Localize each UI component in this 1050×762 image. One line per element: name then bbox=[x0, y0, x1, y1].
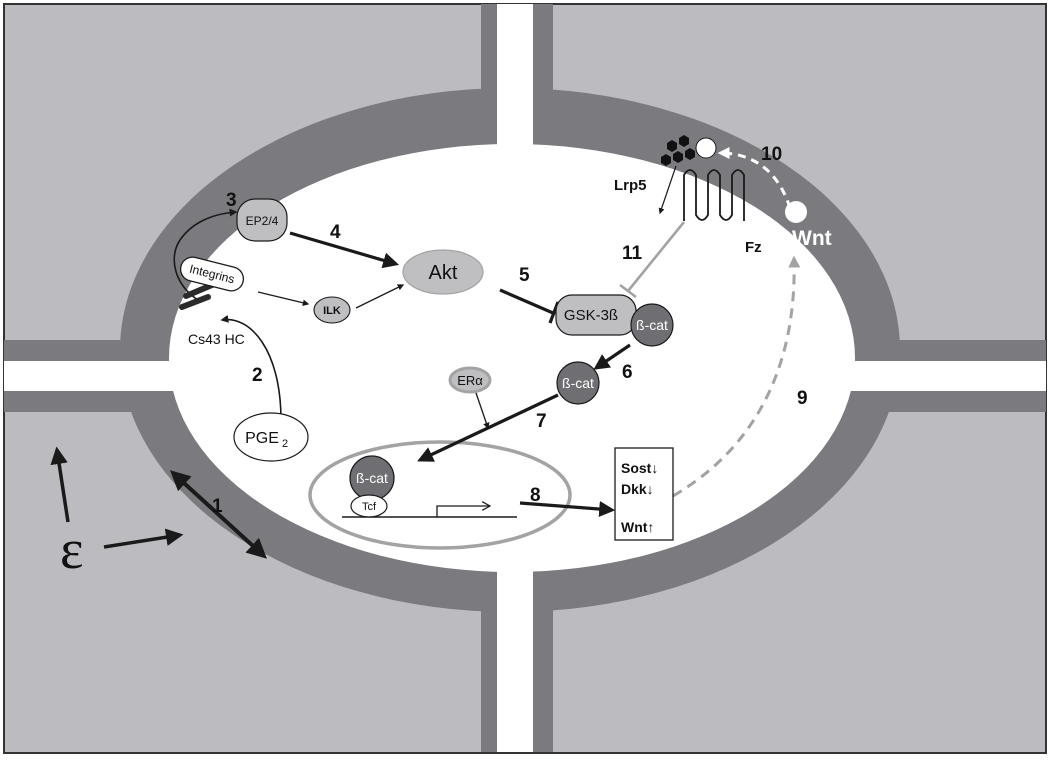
pge2-release-arrow bbox=[220, 314, 282, 421]
integrin-to-ilk-arrow bbox=[257, 291, 310, 306]
step-number-1: 1 bbox=[212, 496, 223, 517]
wnt-bound-ligand bbox=[695, 137, 717, 159]
bcat-membrane-label: ß-cat bbox=[636, 317, 668, 333]
cytoplasm bbox=[169, 144, 855, 572]
pge2-main: PGE bbox=[245, 430, 279, 447]
integrins: Integrins bbox=[179, 256, 245, 292]
transcription-arrow bbox=[519, 501, 616, 518]
strain-symbol: ε bbox=[60, 519, 84, 581]
step-number-4: 4 bbox=[330, 222, 341, 243]
wnt-to-lrp5-arrow bbox=[717, 147, 792, 209]
strain-arrow-bidirectional bbox=[170, 470, 267, 559]
fz-inhibits-gsk-bar bbox=[619, 283, 637, 299]
ep-label: EP2/4 bbox=[246, 214, 279, 228]
era-node: ERα bbox=[448, 366, 492, 394]
ep24-receptor: EP2/4 bbox=[236, 198, 288, 242]
nucleus bbox=[308, 440, 572, 550]
target-gene-box: Sost↓ Dkk↓ Wnt↑ bbox=[614, 447, 674, 541]
step-number-3: 3 bbox=[226, 190, 237, 211]
akt-inhibits-gsk-line bbox=[499, 288, 554, 315]
bcat-release-arrow bbox=[593, 343, 631, 370]
fz-inhibits-gsk-line bbox=[626, 221, 686, 292]
ligand-hexagon bbox=[667, 140, 677, 152]
wnt-label: Wnt bbox=[792, 227, 832, 250]
ligand-hexagon bbox=[673, 151, 683, 163]
ilk-to-akt-arrow bbox=[355, 284, 405, 309]
ep-to-akt-arrow bbox=[289, 231, 400, 269]
gsk3b-node: GSK-3ß bbox=[555, 294, 637, 336]
bcat-nuclear-label: ß-cat bbox=[356, 470, 388, 486]
step-number-9: 9 bbox=[797, 388, 808, 409]
box-wnt-label: Wnt↑ bbox=[621, 519, 654, 535]
era-arrow bbox=[474, 389, 490, 430]
lrp5-label: Lrp5 bbox=[614, 177, 647, 194]
step-number-6: 6 bbox=[622, 362, 633, 383]
step-number-11: 11 bbox=[622, 243, 643, 264]
ilk-node: ILK bbox=[313, 296, 351, 324]
lrp5-pointer-arrow bbox=[658, 165, 677, 215]
step-number-2: 2 bbox=[252, 365, 263, 386]
pge2-subscript: 2 bbox=[282, 438, 288, 450]
frizzled-receptor bbox=[683, 169, 745, 221]
lrp5-sclerostin-complex bbox=[661, 135, 695, 166]
step-number-7: 7 bbox=[536, 411, 547, 432]
ligand-hexagon bbox=[679, 135, 689, 147]
ilk-label: ILK bbox=[323, 305, 341, 317]
strain-arrow-up bbox=[50, 446, 70, 523]
tcf-label: Tcf bbox=[362, 501, 377, 513]
strain-arrow-right bbox=[103, 528, 184, 549]
bcat-nuclear-node: ß-cat bbox=[349, 455, 395, 501]
fz-label: Fz bbox=[745, 239, 762, 256]
gsk-label: GSK-3ß bbox=[564, 307, 618, 324]
ligand-hexagon bbox=[661, 154, 671, 166]
wnt-feedback-arrow bbox=[672, 255, 801, 498]
akt-node: Akt bbox=[402, 249, 484, 295]
ligand-hexagon bbox=[685, 148, 695, 160]
pge2-node: PGE 2 bbox=[233, 412, 309, 462]
pge2-to-ep-arrow bbox=[173, 208, 238, 301]
box-dkk-label: Dkk↓ bbox=[621, 481, 654, 497]
pge2-label: PGE bbox=[245, 430, 279, 447]
connexin43-hemichannel bbox=[179, 282, 215, 310]
tcf-node: Tcf bbox=[350, 494, 388, 518]
akt-label: Akt bbox=[429, 262, 458, 284]
step-number-5: 5 bbox=[519, 265, 530, 286]
cx43-label: Cs43 HC bbox=[188, 331, 245, 347]
bcat-nuclear-translocation-arrow bbox=[417, 393, 559, 462]
bcat-cyto-label: ß-cat bbox=[562, 375, 594, 391]
wnt-ligand bbox=[785, 201, 807, 223]
step-number-8: 8 bbox=[530, 485, 541, 506]
bcat-complex-node: ß-cat bbox=[630, 303, 674, 347]
step-number-10: 10 bbox=[761, 144, 782, 165]
era-label: ERα bbox=[457, 373, 483, 388]
box-sost-label: Sost↓ bbox=[621, 460, 658, 476]
bcat-cytoplasmic-node: ß-cat bbox=[556, 361, 600, 405]
